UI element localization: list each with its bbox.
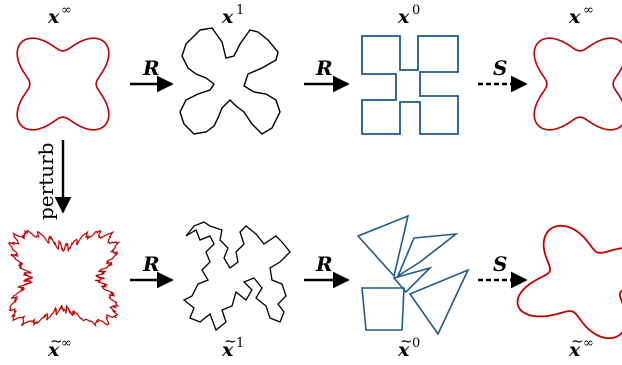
polygon-x1-top [179,27,281,135]
label-x1-bottom: x [222,339,234,361]
blue-polygon-x0-top [361,35,459,135]
label-sup-1-top: 1 [236,3,245,18]
blue-triangles-x0-bottom [356,214,470,336]
polygon-x1-bottom [182,221,291,332]
smooth-curve-top-right [533,37,622,131]
operator-R-bottom-2: R [316,252,333,276]
label-sup-1-bottom: 1 [236,336,245,351]
smooth-curve-top-left [16,37,110,131]
label-x0-bottom: x [398,339,410,361]
label-x-inf-top-right: x [569,6,581,28]
smooth-curve-bottom-right [516,224,622,340]
tilde-1-bottom: ~ [224,332,237,350]
operator-R-top-1: R [143,56,160,80]
label-sup-inf-bottom: ∞ [61,336,72,351]
operator-R-top-2: R [316,56,333,80]
tilde-inf-bottom-right: ~ [571,332,584,350]
label-sup-0-top: 0 [412,3,421,18]
operator-S-bottom: S [493,252,508,276]
perturb-label: perturb [34,142,58,220]
label-x-inf-bottom: x [48,339,60,361]
label-x0-top: x [398,6,410,28]
label-x1-top: x [222,6,234,28]
tilde-0-bottom: ~ [400,332,413,350]
perturbed-curve-bottom-left [8,229,121,328]
tilde-inf-bottom: ~ [50,332,63,350]
operator-S-top: S [493,56,508,80]
operator-R-bottom-1: R [143,252,160,276]
label-sup-inf-top-right: ∞ [583,3,594,18]
label-sup-inf-top: ∞ [61,3,72,18]
label-sup-inf-bottom-right: ∞ [583,336,594,351]
label-x-inf-bottom-right: x [569,339,581,361]
label-sup-0-bottom: 0 [412,336,421,351]
label-x-inf-top: x [48,6,60,28]
